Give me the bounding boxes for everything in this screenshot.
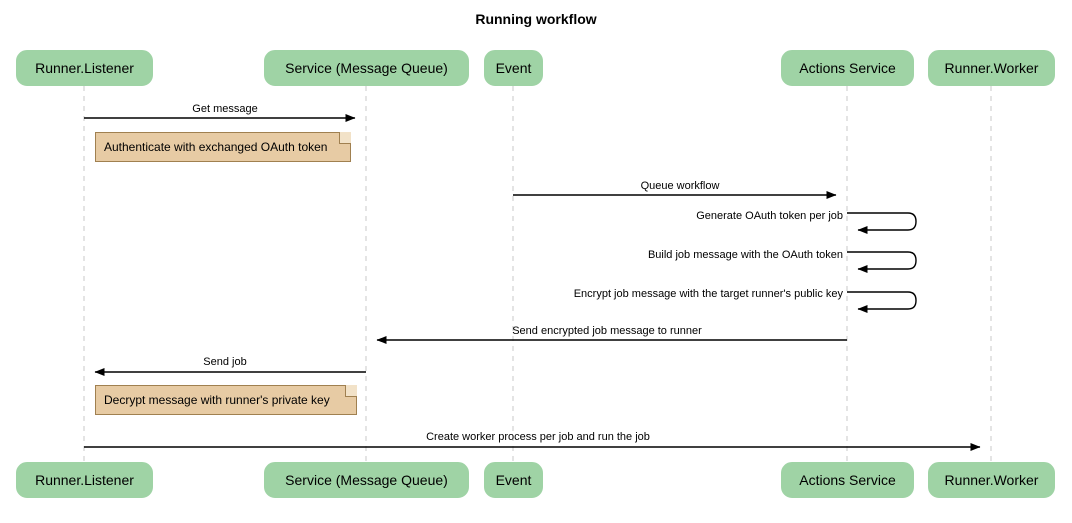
participant-bottom-0[interactable]: Runner.Listener — [16, 462, 153, 498]
participant-top-0[interactable]: Runner.Listener — [16, 50, 153, 86]
participant-label: Runner.Worker — [944, 60, 1039, 76]
message-label-4: Encrypt job message with the target runn… — [573, 288, 843, 300]
message-self-loop-2 — [847, 212, 917, 234]
message-self-loop-3 — [847, 251, 917, 273]
message-self-loop-4 — [847, 291, 917, 313]
participant-label: Runner.Listener — [35, 60, 134, 76]
note-fold-corner-icon — [339, 132, 351, 144]
participant-label: Service (Message Queue) — [285, 60, 448, 76]
messages-group — [84, 114, 981, 451]
message-label-7: Create worker process per job and run th… — [426, 431, 650, 443]
message-label-0: Get message — [192, 103, 258, 115]
participant-bottom-4[interactable]: Runner.Worker — [928, 462, 1055, 498]
lifelines-group — [83, 86, 992, 462]
participant-bottom-3[interactable]: Actions Service — [781, 462, 914, 498]
message-label-1: Queue workflow — [640, 180, 720, 192]
participant-label: Actions Service — [799, 60, 896, 76]
message-label-6: Send job — [203, 356, 247, 368]
message-label-5: Send encrypted job message to runner — [512, 325, 702, 337]
participant-label: Runner.Worker — [944, 472, 1039, 488]
participant-label: Actions Service — [799, 472, 896, 488]
participant-label: Event — [495, 60, 532, 76]
diagram-title: Running workflow — [475, 11, 597, 27]
note-text: Decrypt message with runner's private ke… — [104, 393, 330, 407]
participant-bottom-1[interactable]: Service (Message Queue) — [264, 462, 469, 498]
message-label-3: Build job message with the OAuth token — [647, 249, 843, 261]
note-0: Authenticate with exchanged OAuth token — [95, 132, 351, 162]
note-1: Decrypt message with runner's private ke… — [95, 385, 357, 415]
participant-label: Service (Message Queue) — [285, 472, 448, 488]
note-fold-corner-icon — [345, 385, 357, 397]
participant-top-2[interactable]: Event — [484, 50, 543, 86]
participant-top-1[interactable]: Service (Message Queue) — [264, 50, 469, 86]
message-label-2: Generate OAuth token per job — [696, 210, 843, 222]
participant-top-3[interactable]: Actions Service — [781, 50, 914, 86]
participant-bottom-2[interactable]: Event — [484, 462, 543, 498]
participant-label: Runner.Listener — [35, 472, 134, 488]
participant-top-4[interactable]: Runner.Worker — [928, 50, 1055, 86]
note-text: Authenticate with exchanged OAuth token — [104, 140, 328, 154]
participant-label: Event — [495, 472, 532, 488]
